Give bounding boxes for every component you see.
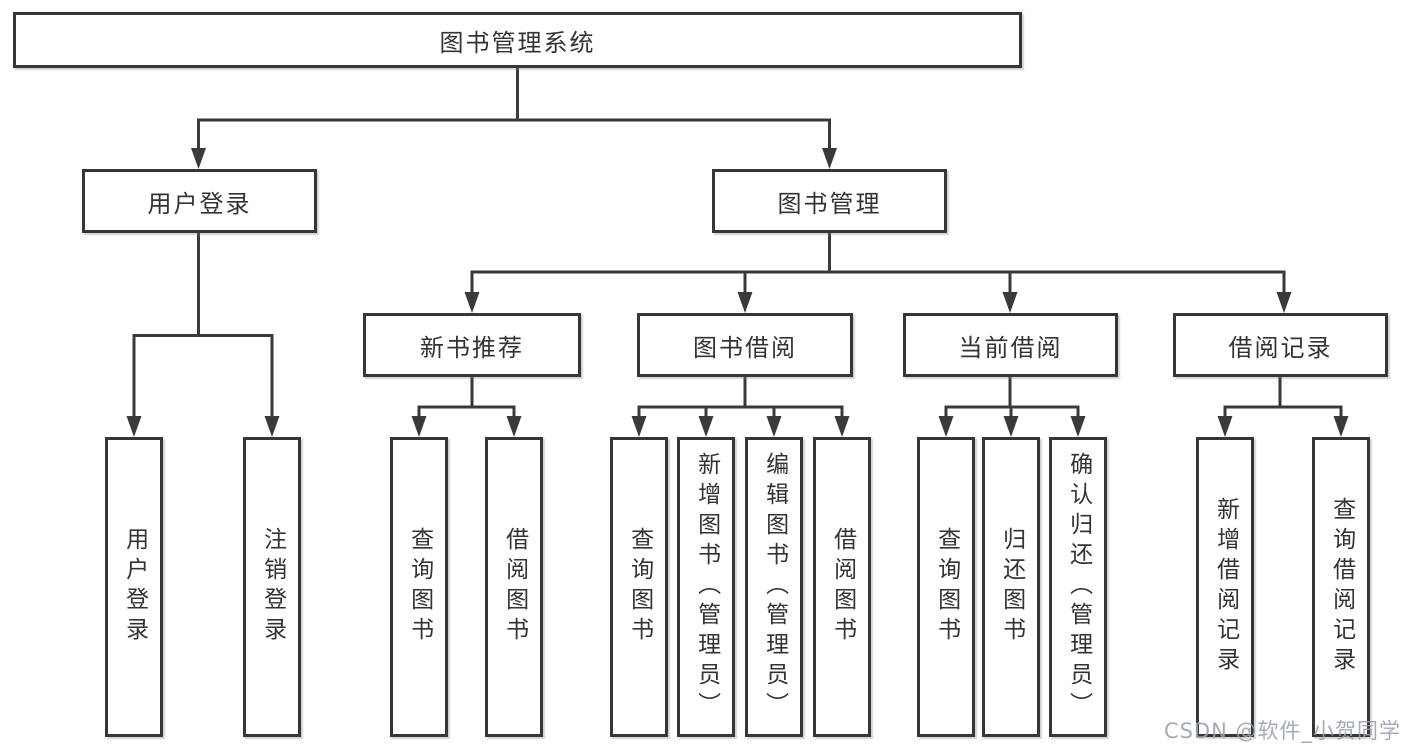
- leaf-user-login: 用户登录: [105, 437, 163, 737]
- node-borrow-records: 借阅记录: [1173, 313, 1388, 377]
- node-book-management: 图书管理: [712, 169, 947, 233]
- leaf-confirm-return-admin: 确认归还（管理员）: [1049, 437, 1107, 737]
- leaf-return-book: 归还图书: [982, 437, 1040, 737]
- leaf-edit-book-admin: 编辑图书（管理员）: [745, 437, 803, 737]
- node-new-book-recommend: 新书推荐: [363, 313, 581, 377]
- node-library-management-system: 图书管理系统: [13, 12, 1022, 68]
- arrowheads: [126, 148, 1349, 437]
- leaf-query-borrow-record: 查询借阅记录: [1312, 437, 1370, 737]
- csdn-watermark: CSDN @软件_小贺同学: [1163, 719, 1401, 743]
- leaf-query-books-recommend: 查询图书: [390, 437, 448, 737]
- node-current-borrow: 当前借阅: [903, 313, 1118, 377]
- node-user-login: 用户登录: [82, 169, 317, 233]
- leaf-query-books-current: 查询图书: [917, 437, 975, 737]
- leaf-add-book-admin: 新增图书（管理员）: [677, 437, 735, 737]
- leaf-add-borrow-record: 新增借阅记录: [1196, 437, 1254, 737]
- leaf-borrow-books-recommend: 借阅图书: [485, 437, 543, 737]
- leaf-logout-login: 注销登录: [243, 437, 301, 737]
- leaf-borrow-books: 借阅图书: [813, 437, 871, 737]
- leaf-query-books-borrow: 查询图书: [610, 437, 668, 737]
- node-book-borrow: 图书借阅: [637, 313, 853, 377]
